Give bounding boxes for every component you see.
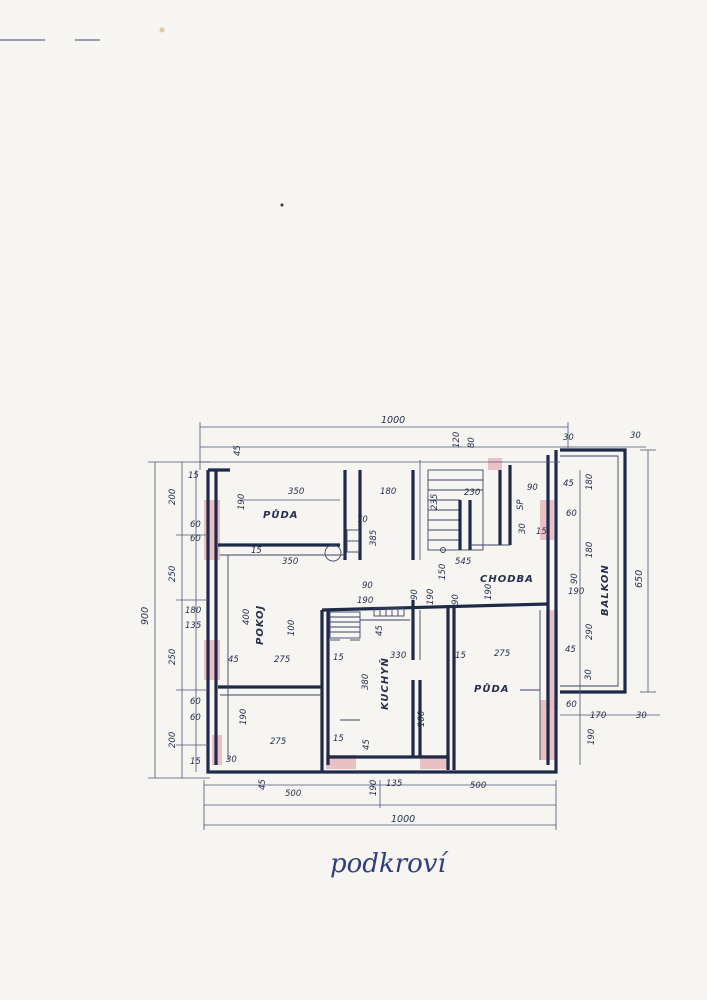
dim-top-230: 230 — [464, 488, 480, 498]
dim-in-100b: 100 — [417, 711, 427, 727]
paper-marks — [0, 27, 284, 207]
outer-walls — [206, 450, 558, 774]
dim-left-250b: 250 — [168, 649, 178, 665]
dim-in-15c: 15 — [333, 734, 344, 744]
dim-left-60b: 60 — [190, 534, 201, 544]
dim-r-60: 60 — [566, 509, 577, 519]
dimension-lines — [148, 422, 660, 830]
dim-top-45: 45 — [233, 445, 243, 456]
dim-in-275b: 275 — [270, 737, 286, 747]
dim-r-90: 90 — [570, 573, 580, 584]
dim-in-275c: 275 — [494, 649, 510, 659]
room-label-kuchyn: KUCHYŇ — [377, 657, 391, 710]
dim-left-200a: 200 — [168, 489, 178, 505]
dim-r-180a: 180 — [585, 474, 595, 490]
dim-in-15e: 15 — [536, 527, 547, 537]
dim-left-15a: 15 — [188, 471, 199, 481]
room-label-chodba: CHODBA — [480, 574, 534, 585]
dim-r-190b: 190 — [587, 729, 597, 745]
dim-in-45e: 45 — [362, 739, 372, 750]
dim-in-190a: 190 — [237, 494, 247, 510]
dim-r-180b: 180 — [585, 542, 595, 558]
plan-title: podkroví — [330, 849, 449, 879]
dim-in-90b: 90 — [410, 589, 420, 600]
chimney-flue — [324, 544, 342, 562]
dim-bottom-left: 500 — [285, 789, 301, 799]
dim-in-90c: 90 — [451, 594, 461, 605]
dim-in-45d: 45 — [258, 779, 268, 790]
dim-left-180: 180 — [185, 606, 201, 616]
dim-r-190a: 190 — [568, 587, 584, 597]
dim-top-350a: 350 — [288, 487, 304, 497]
dim-r-30c: 30 — [636, 711, 647, 721]
dim-in-380: 380 — [361, 674, 371, 690]
dim-left-total: 900 — [140, 607, 151, 625]
balcony — [560, 448, 627, 694]
dim-in-135: 135 — [386, 779, 402, 789]
dim-in-330: 330 — [390, 651, 406, 661]
dim-left-60d: 60 — [190, 713, 201, 723]
dim-r-30b: 30 — [584, 669, 594, 680]
dim-in-15d: 15 — [455, 651, 466, 661]
dim-top-180: 180 — [380, 487, 396, 497]
room-label-balkon: BALKON — [600, 564, 611, 616]
dim-in-190c: 190 — [357, 596, 373, 606]
dim-r-45: 45 — [563, 479, 574, 489]
dim-left-200b: 200 — [168, 732, 178, 748]
dim-left-135: 135 — [185, 621, 201, 631]
dim-in-275a: 275 — [274, 655, 290, 665]
interior-walls — [218, 465, 549, 772]
dim-left-60a: 60 — [190, 520, 201, 530]
room-label-puda-top: PŮDA — [263, 508, 299, 521]
dim-top-120: 120 — [452, 432, 462, 448]
room-label-puda-right: PŮDA — [474, 682, 510, 695]
room-labels: PŮDA POKOJ CHODBA KUCHYŇ PŮDA BALKON SP — [255, 499, 611, 710]
dim-in-15b: 15 — [333, 653, 344, 663]
dim-left-250a: 250 — [168, 566, 178, 582]
dim-in-70: 70 — [357, 515, 368, 525]
dim-in-100a: 100 — [287, 620, 297, 636]
thin-lines — [220, 554, 541, 760]
room-label-sp: SP — [516, 499, 526, 510]
dim-in-385: 385 — [369, 530, 379, 546]
dim-in-190e: 190 — [484, 584, 494, 600]
dim-in-15a: 15 — [251, 546, 262, 556]
room-label-pokoj: POKOJ — [255, 605, 266, 645]
staircase — [329, 469, 510, 639]
dim-top-80: 80 — [467, 437, 477, 448]
dim-in-190d: 190 — [426, 589, 436, 605]
dim-in-190b: 190 — [239, 709, 249, 725]
dim-in-545: 545 — [455, 557, 471, 567]
dim-in-350: 350 — [282, 557, 298, 567]
dim-top-90: 90 — [527, 483, 538, 493]
dim-in-45c: 45 — [375, 625, 385, 636]
dim-r-170: 170 — [590, 711, 606, 721]
dim-in-30: 30 — [226, 755, 237, 765]
dim-r-30: 30 — [630, 431, 641, 441]
dimension-values: 1000 1000 900 650 500 500 200 250 250 20… — [140, 415, 647, 825]
dim-in-235: 235 — [430, 494, 440, 510]
dim-in-190f: 190 — [369, 780, 379, 796]
dim-left-60c: 60 — [190, 697, 201, 707]
dim-in-90a: 90 — [362, 581, 373, 591]
dim-left-15b: 15 — [190, 757, 201, 767]
dim-right-total: 650 — [634, 570, 645, 588]
dim-r-290: 290 — [585, 624, 595, 640]
dim-top-30: 30 — [563, 433, 574, 443]
dim-in-400: 400 — [242, 609, 252, 625]
dim-in-150: 150 — [438, 564, 448, 580]
dim-bottom-right: 500 — [470, 781, 486, 791]
dim-r-45b: 45 — [565, 645, 576, 655]
dim-in-30b: 30 — [518, 523, 528, 534]
dim-total-top: 1000 — [381, 415, 405, 426]
dim-in-45: 45 — [228, 655, 239, 665]
chimney — [324, 529, 360, 562]
dim-r-60b: 60 — [566, 700, 577, 710]
dim-total-bottom: 1000 — [391, 814, 415, 825]
